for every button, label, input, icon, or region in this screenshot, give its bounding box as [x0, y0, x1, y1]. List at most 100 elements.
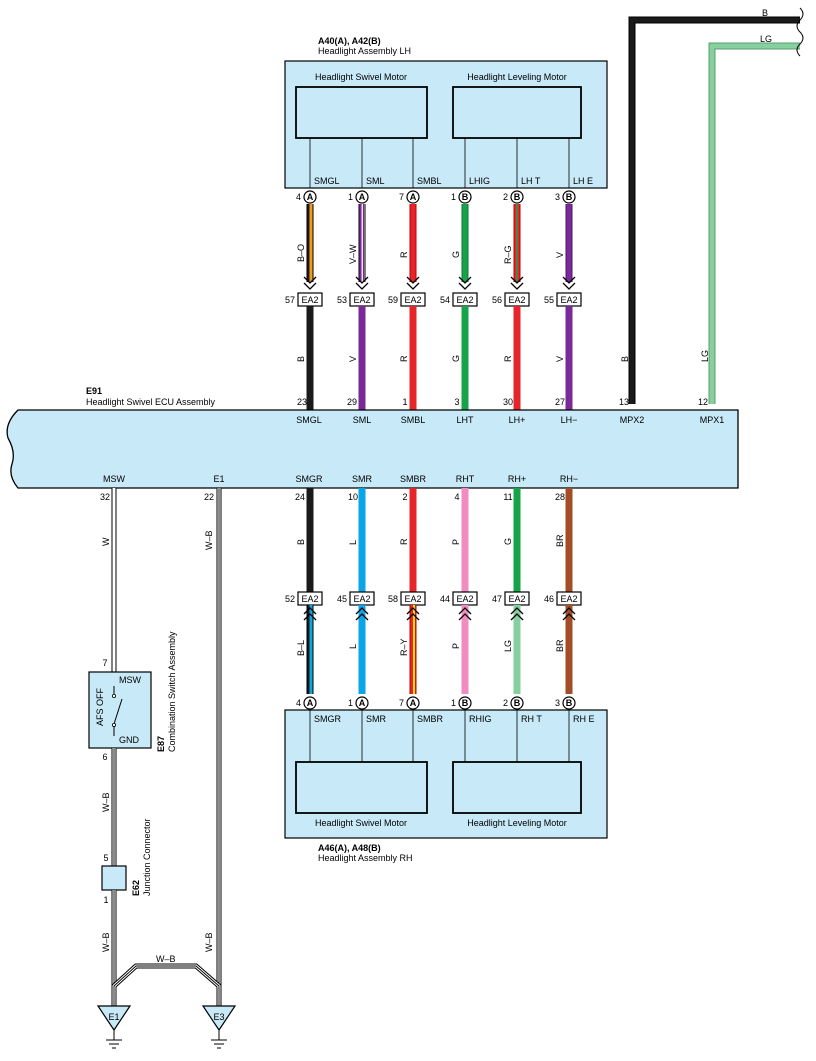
junction-pin-bot: 1 [103, 895, 108, 905]
ecu-terminal: RH+ [508, 474, 526, 484]
rh-lower-wires [306, 605, 573, 694]
lh-connector: B 1 [451, 190, 472, 204]
wire-label: B–L [296, 640, 306, 656]
lh-pin: 2 [503, 192, 508, 202]
switch-blade [113, 698, 123, 725]
rh-connector: B 3 [555, 696, 576, 710]
wire-label: BR [555, 534, 565, 547]
lh-lower-wires [306, 306, 573, 410]
ecu-terminal: SMR [352, 474, 373, 484]
ea2-connector: EA2 54 [440, 292, 478, 307]
svg-text:B: B [514, 698, 521, 708]
lh-connector: A 7 [399, 190, 420, 204]
lh-terminal-label: SMBL [417, 176, 442, 186]
ecu-pin: 24 [295, 492, 305, 502]
wire-label: R [399, 538, 409, 545]
lh-ea2-chevrons [303, 276, 576, 290]
ecu-terminal: SMGL [296, 415, 322, 425]
ecu-pin: 3 [454, 397, 459, 407]
rh-terminal-label: RH T [521, 714, 542, 724]
rh-leveling-motor-label: Headlight Leveling Motor [467, 818, 567, 828]
wire-label: B [296, 539, 306, 545]
switch-term-bot: GND [119, 735, 140, 745]
wire-gnd4 [111, 963, 222, 1000]
wire-label: L [348, 644, 358, 649]
wire-label: G [451, 251, 461, 258]
ea2-pin: 44 [440, 594, 450, 604]
rh-upper-wires [306, 488, 573, 592]
rh-pin: 3 [555, 698, 560, 708]
svg-text:EA2: EA2 [404, 594, 421, 604]
lh-swivel-motor-box [295, 86, 428, 139]
wire-label: V [555, 252, 565, 258]
ecu-terminal: SMBR [400, 474, 427, 484]
ea2-pin: 47 [492, 594, 502, 604]
ground-label: E3 [213, 1012, 224, 1022]
rh-terminal-labels: SMGR SMR SMBR RHIG RH T RH E [314, 714, 595, 724]
ecu-terminal: LHT [456, 415, 474, 425]
ecu-pin: 11 [503, 492, 512, 502]
lh-connector: A 1 [348, 190, 369, 204]
svg-text:A: A [359, 192, 366, 202]
ecu-terminal: SMGR [296, 474, 324, 484]
ecu-terminal: LH− [561, 415, 578, 425]
rh-terminal-label: SMGR [314, 714, 342, 724]
wire-label: V [348, 356, 358, 362]
lh-swivel-motor-label: Headlight Swivel Motor [315, 72, 407, 82]
svg-text:A: A [307, 192, 314, 202]
wire-gnd3-label: W–B [204, 932, 214, 952]
wire-label: R [399, 251, 409, 258]
ground-e1: E1 [96, 1005, 132, 1049]
switch-code: E87 [156, 736, 166, 752]
rh-swivel-motor-label: Headlight Swivel Motor [315, 818, 407, 828]
ea2-pin: 59 [388, 295, 398, 305]
svg-text:EA2: EA2 [353, 295, 370, 305]
wire-r-y [409, 605, 417, 694]
svg-text:B: B [566, 192, 573, 202]
ecu-pin: 27 [555, 397, 565, 407]
lh-lower-wire-labels: B V R G R V [296, 355, 565, 362]
wire-label: R–Y [399, 638, 409, 656]
lh-assembly-codes: A40(A), A42(B) [318, 36, 381, 46]
wire-label: BR [555, 639, 565, 652]
wire-gnd4-label: W–B [156, 954, 176, 964]
rh-pin: 1 [451, 698, 456, 708]
lh-pin: 4 [296, 192, 301, 202]
lh-pin: 1 [348, 192, 353, 202]
ea2-pin: 46 [544, 594, 554, 604]
switch-label: AFS OFF [95, 687, 105, 726]
rh-terminal-label: RHIG [469, 714, 492, 724]
ecu-bottom-pins: 32 22 24 10 2 4 11 28 [100, 492, 565, 502]
switch-name: Combination Switch Assembly [167, 631, 177, 752]
wire-label: P [451, 643, 461, 649]
wire-gnd2-label: W–B [101, 932, 111, 952]
wire-label: G [503, 538, 513, 545]
rh-assembly-codes: A46(A), A48(B) [318, 843, 381, 853]
lh-pin: 1 [451, 192, 456, 202]
lh-connectors: A 4 A 1 A 7 B 1 B 2 B 3 [296, 190, 576, 204]
lh-terminal-label: LHIG [469, 176, 490, 186]
lh-upper-wires [306, 204, 573, 282]
wire-label: R–G [503, 245, 513, 264]
wire-mpx1-label: LG [700, 350, 710, 362]
wire-mpx2-label: B [620, 356, 630, 362]
wire-mpx2 [629, 17, 800, 404]
svg-text:EA2: EA2 [456, 295, 473, 305]
ecu-terminal: MPX1 [700, 415, 725, 425]
wire-mpx1 [709, 43, 800, 404]
svg-text:EA2: EA2 [404, 295, 421, 305]
svg-text:EA2: EA2 [456, 594, 473, 604]
ecu-top-terminals: SMGL SML SMBL LHT LH+ LH− MPX2 MPX1 [296, 415, 724, 425]
lh-assembly-name: Headlight Assembly LH [318, 46, 411, 56]
wire-top-lg-label: LG [760, 34, 772, 44]
wire-gnd1-label: W–B [101, 792, 111, 812]
ea2-pin: 54 [440, 295, 450, 305]
ground-triangle [96, 1005, 132, 1032]
lh-internal-lines [309, 138, 570, 188]
lh-upper-wire-labels: B–O V–W R G R–G V [296, 244, 565, 264]
ea2-connector: EA2 59 [388, 292, 426, 307]
rh-pin: 4 [296, 698, 301, 708]
